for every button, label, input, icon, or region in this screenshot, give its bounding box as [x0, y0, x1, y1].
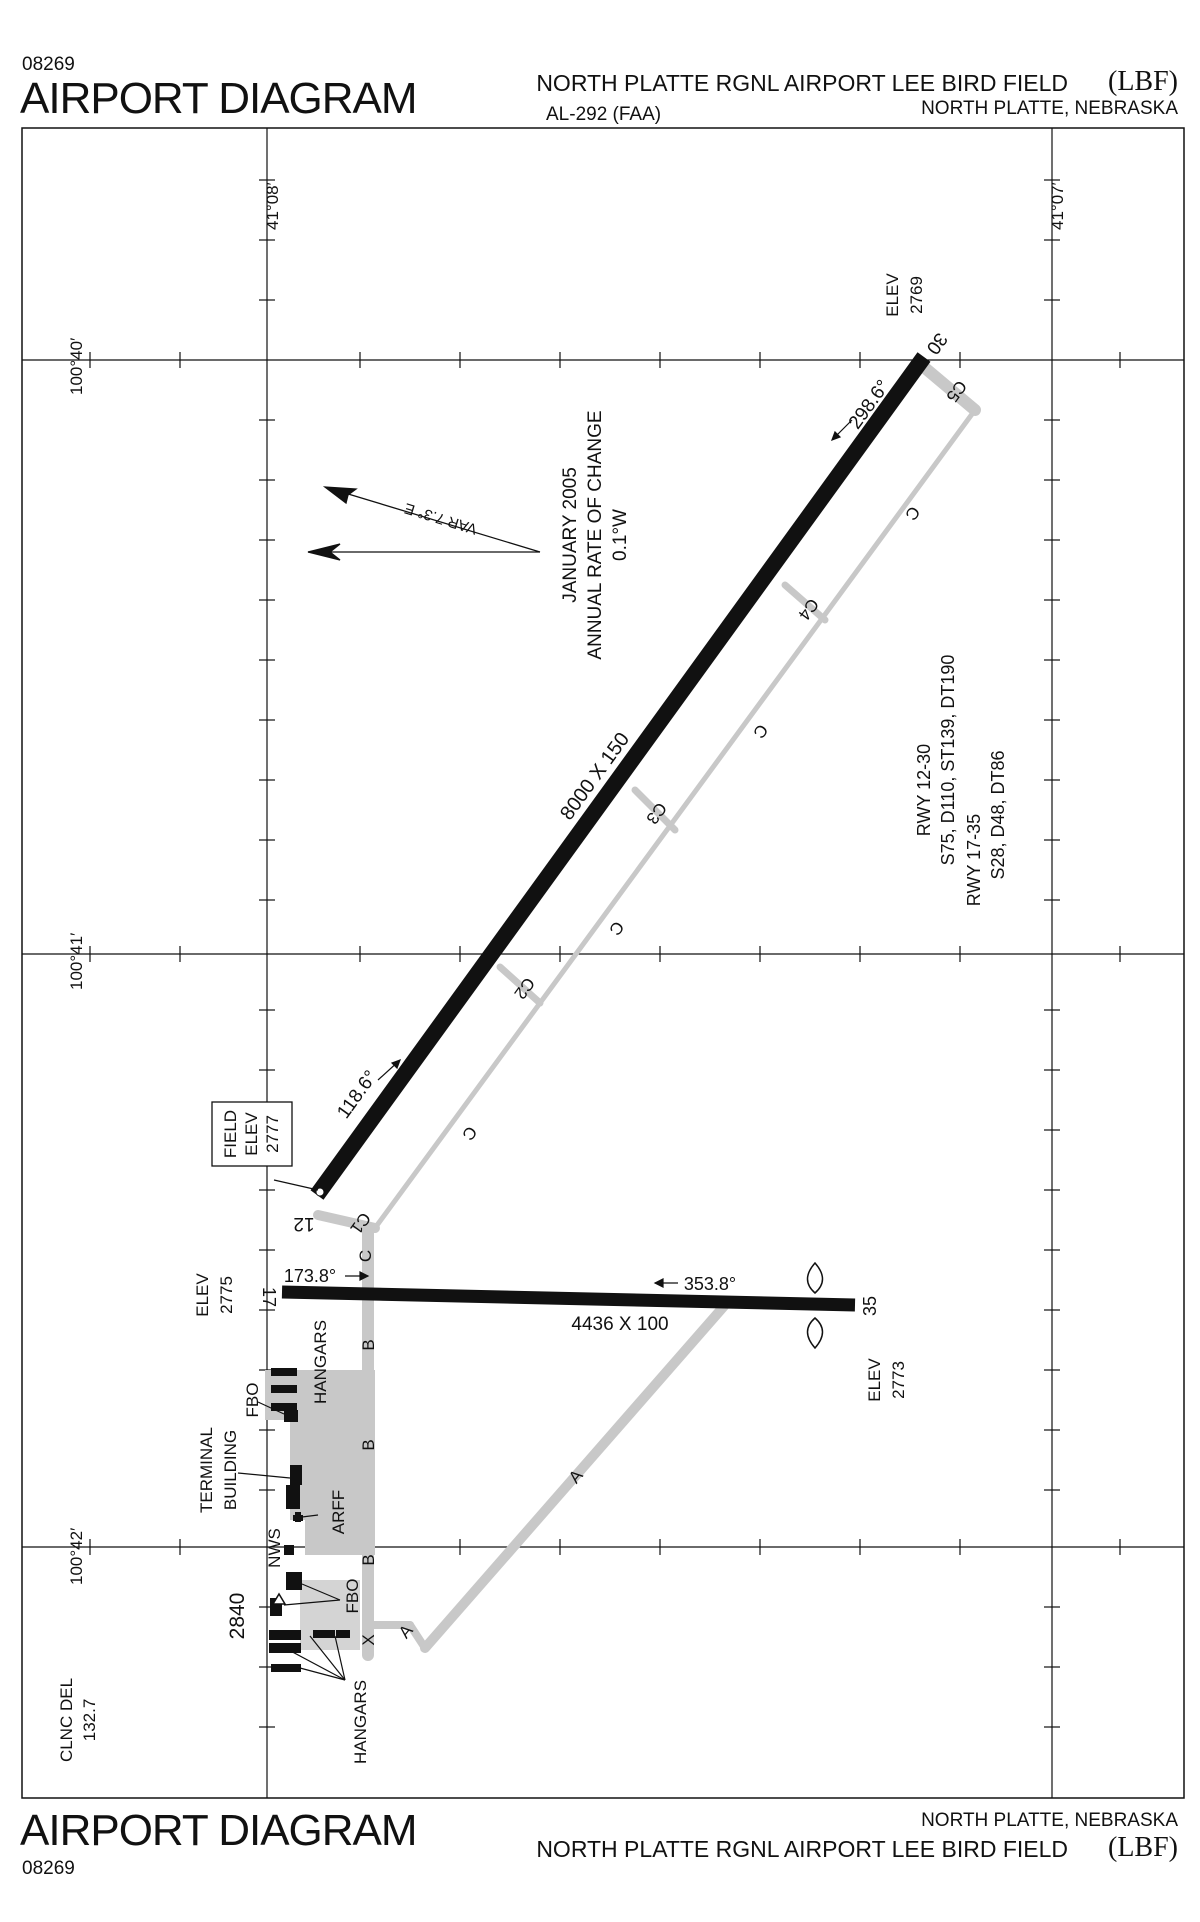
pavement-rwy-17-35-values: S28, D48, DT86	[988, 750, 1008, 879]
footer-airport-identifier: (LBF)	[1108, 1832, 1178, 1863]
terminal-apron	[290, 1370, 375, 1555]
field-elev-box	[211, 1101, 293, 1167]
field-elev-line2: ELEV	[242, 1112, 261, 1156]
variation-label: VAR 7.3° E	[403, 499, 480, 537]
map-frame	[21, 127, 1185, 1799]
arff-building	[293, 1515, 303, 1521]
hangar-building	[271, 1403, 297, 1411]
rwy-30-end-label: 30	[922, 329, 951, 358]
hangar-building	[271, 1664, 301, 1672]
rwy-17-elev-label: ELEV	[193, 1273, 212, 1317]
rwy-17-35-dimensions: 4436 X 100	[571, 1314, 668, 1335]
taxiway-a	[420, 1300, 730, 1653]
obstacle-elevation: 2840	[226, 1593, 249, 1640]
taxiway-c	[372, 407, 978, 1231]
pavement-rwy-12-30: RWY 12-30	[914, 744, 934, 836]
chart-code: 08269	[22, 54, 75, 75]
taxiway-network	[313, 362, 981, 1661]
footer-chart-code: 08269	[22, 1858, 75, 1879]
terminal-label-line1: TERMINAL	[197, 1427, 216, 1513]
runway-17-35	[281, 1285, 856, 1312]
taxiway-c-label: C	[356, 1250, 375, 1262]
taxiway-c4	[781, 581, 829, 624]
fbo-building	[286, 1572, 302, 1590]
rwy-35-elev-label: ELEV	[865, 1358, 884, 1402]
taxiway-labels: C C C C C C1 C2 C3 C4 C5 B B B A A X	[346, 377, 970, 1646]
field-elev-point	[315, 1187, 325, 1197]
taxiway-c2	[496, 963, 544, 1007]
fbo-label-north: FBO	[243, 1383, 262, 1418]
lat-label-west: 41°08′	[263, 182, 282, 230]
lat-label-east: 41°07′	[1048, 182, 1067, 230]
fbo-building	[284, 1410, 298, 1422]
magnetic-north-arrowhead	[322, 486, 358, 505]
chart-title: AIRPORT DIAGRAM	[20, 74, 418, 123]
grid-lines	[22, 128, 1184, 1798]
footer-airport-name: NORTH PLATTE RGNL AIRPORT LEE BIRD FIELD	[536, 1836, 1068, 1862]
annual-rate-value: 0.1°W	[610, 509, 631, 561]
pavement-rwy-12-30-values: S75, D110, ST139, DT190	[938, 655, 958, 866]
rwy-12-end-label: 12	[293, 1213, 314, 1234]
clearance-delivery-label: CLNC DEL	[57, 1678, 76, 1762]
hangar-building	[313, 1630, 335, 1638]
heading-arrows	[377, 419, 853, 1081]
clearance-delivery-frequency: 132.7	[80, 1699, 99, 1742]
nws-label: NWS	[265, 1528, 284, 1568]
true-north-arrowhead	[307, 543, 341, 561]
arff-label: ARFF	[329, 1490, 348, 1534]
taxiway-c-label: C	[458, 1123, 481, 1144]
heading-arrows-17-35	[345, 1271, 678, 1288]
pavement-rwy-17-35: RWY 17-35	[964, 814, 984, 906]
taxiway-c-label: C	[749, 721, 772, 742]
rwy-30-elev: 2769	[907, 276, 926, 314]
lon-label-2: 100°41′	[67, 933, 86, 990]
variation-epoch: JANUARY 2005	[560, 467, 581, 603]
terminal-building	[286, 1485, 300, 1509]
field-elev-value: 2777	[263, 1115, 282, 1153]
lighting-symbol	[806, 1261, 824, 1350]
obstacle-symbol	[271, 1592, 287, 1605]
rwy-30-elev-label: ELEV	[883, 273, 902, 317]
taxiway-b-label: B	[359, 1339, 378, 1350]
taxiway-x-label: X	[359, 1634, 378, 1645]
fbo-label-south: FBO	[343, 1579, 362, 1614]
footer-city-state: NORTH PLATTE, NEBRASKA	[921, 1810, 1178, 1831]
taxiway-b-label: B	[359, 1439, 378, 1450]
airport-identifier: (LBF)	[1108, 66, 1178, 97]
magnetic-north-arrow	[324, 486, 541, 553]
rwy-17-elev: 2775	[217, 1276, 236, 1314]
rwy-17-heading: 173.8°	[284, 1266, 336, 1286]
annual-rate-label: ANNUAL RATE OF CHANGE	[585, 410, 606, 659]
terminal-building	[290, 1465, 302, 1485]
magnetic-variation	[307, 486, 541, 561]
rwy-35-end-label: 35	[860, 1296, 880, 1316]
taxiway-c-label: C	[605, 918, 628, 939]
hangar-building	[271, 1368, 297, 1376]
rwy-35-elev: 2773	[889, 1361, 908, 1399]
footer-title: AIRPORT DIAGRAM	[20, 1806, 418, 1855]
nws-building	[284, 1545, 294, 1555]
buildings	[269, 1368, 350, 1672]
procedure-id: AL-292 (FAA)	[546, 104, 662, 125]
taxiway-c3	[631, 786, 679, 834]
taxiway-b-label: B	[359, 1554, 378, 1565]
rwy-17-end-label: 17	[259, 1287, 279, 1307]
rwy-35-heading: 353.8°	[684, 1274, 736, 1294]
airport-name: NORTH PLATTE RGNL AIRPORT LEE BIRD FIELD	[536, 70, 1068, 96]
hangar-building	[271, 1385, 297, 1393]
terminal-label-line2: BUILDING	[221, 1430, 240, 1510]
field-elev-line1: FIELD	[221, 1110, 240, 1158]
lon-label-1: 100°40′	[67, 338, 86, 395]
hangar-building	[336, 1630, 350, 1638]
hangars-label-south: HANGARS	[351, 1680, 370, 1764]
lon-label-3: 100°42′	[67, 1528, 86, 1585]
taxiway-c5	[919, 362, 981, 416]
hangars-label-north: HANGARS	[311, 1320, 330, 1404]
hangar-building	[269, 1630, 301, 1640]
city-state: NORTH PLATTE, NEBRASKA	[921, 98, 1178, 119]
leader-lines	[237, 1179, 346, 1681]
runway-12-30	[310, 352, 931, 1200]
